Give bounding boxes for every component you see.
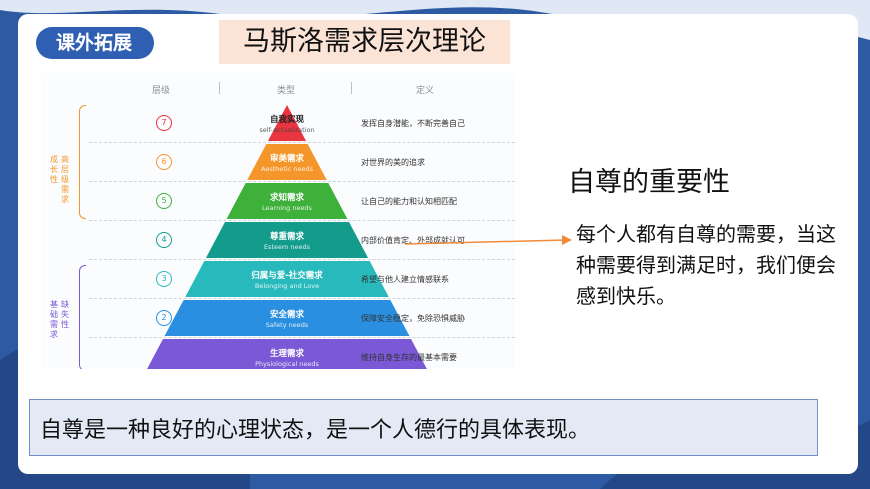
- pyramid-tier-1: [147, 339, 427, 369]
- tier-definition-4: 内部价值肯定、外部成就认可: [361, 236, 465, 245]
- row-divider: [89, 259, 515, 260]
- tier-name-7: 自我实现: [269, 115, 304, 125]
- header-type: 类型: [277, 86, 296, 96]
- level-marker-7: 7: [156, 115, 172, 131]
- pyramid-tier-2: [164, 300, 410, 336]
- deficiency-needs-brace: [79, 265, 86, 369]
- pyramid-tier-7: [267, 105, 307, 141]
- tier-english-6: Aesthetic needs: [260, 165, 313, 173]
- conclusion-box: 自尊是一种良好的心理状态，是一个人德行的具体表现。: [29, 399, 818, 456]
- tier-name-2: 安全需求: [269, 310, 304, 320]
- explanation-paragraph: 每个人都有自尊的需要，当这种需要得到满足时，我们便会感到快乐。: [576, 222, 836, 308]
- level-marker-1: 1: [156, 349, 172, 365]
- tier-name-6: 审美需求: [269, 154, 304, 164]
- level-marker-6: 6: [156, 154, 172, 170]
- section-subtitle: 自尊的重要性: [568, 167, 730, 198]
- row-divider: [89, 220, 515, 221]
- tier-english-2: Safety needs: [265, 321, 309, 329]
- row-divider: [89, 142, 515, 143]
- deficiency-needs-label-a: 基础需求: [50, 300, 58, 339]
- deficiency-needs-label-b: 缺失性: [61, 300, 69, 329]
- pyramid-tier-4: [205, 222, 369, 258]
- tier-name-4: 尊重需求: [269, 232, 304, 242]
- row-divider: [89, 298, 515, 299]
- tier-definition-3: 希望与他人建立情感联系: [361, 275, 449, 284]
- tier-definition-7: 发挥自身潜能，不断完善自己: [361, 119, 465, 128]
- pyramid-shape: [147, 105, 427, 369]
- tier-name-5: 求知需求: [269, 193, 304, 203]
- row-divider: [89, 181, 515, 182]
- tier-english-7: self-actualization: [259, 126, 315, 134]
- tier-definition-6: 对世界的美的追求: [361, 158, 425, 167]
- tier-name-1: 生理需求: [269, 349, 304, 359]
- page-title: 马斯洛需求层次理论: [219, 20, 510, 64]
- header-definition: 定义: [416, 86, 435, 96]
- header-divider: [219, 82, 220, 94]
- level-marker-3: 3: [156, 271, 172, 287]
- level-marker-5: 5: [156, 193, 172, 209]
- growth-needs-label-a: 高层级需求: [61, 155, 69, 204]
- growth-needs-label-b: 成长性: [50, 155, 58, 184]
- extension-badge: 课外拓展: [36, 27, 154, 59]
- pyramid-tier-5: [226, 183, 348, 219]
- tier-name-3: 归属与爱-社交需求: [251, 271, 323, 281]
- tier-english-1: Physiological needs: [255, 360, 319, 368]
- pyramid-tier-3: [185, 261, 389, 297]
- level-marker-2: 2: [156, 310, 172, 326]
- pyramid-tier-6: [247, 144, 327, 180]
- tier-english-4: Esteem needs: [263, 243, 311, 251]
- tier-definition-5: 让自己的能力和认知相匹配: [361, 197, 457, 206]
- tier-english-3: Belonging and Love: [254, 282, 320, 290]
- level-marker-4: 4: [156, 232, 172, 248]
- header-level: 层级: [152, 86, 171, 96]
- tier-english-5: Learning needs: [262, 204, 312, 212]
- row-divider: [89, 337, 515, 338]
- growth-needs-brace: [79, 105, 86, 219]
- conclusion-text: 自尊是一种良好的心理状态，是一个人德行的具体表现。: [40, 418, 591, 443]
- tier-definition-2: 保障安全稳定，免除恐惧威胁: [361, 314, 465, 323]
- header-divider: [351, 82, 352, 94]
- tier-definition-1: 维持自身生存的最基本需要: [361, 353, 457, 362]
